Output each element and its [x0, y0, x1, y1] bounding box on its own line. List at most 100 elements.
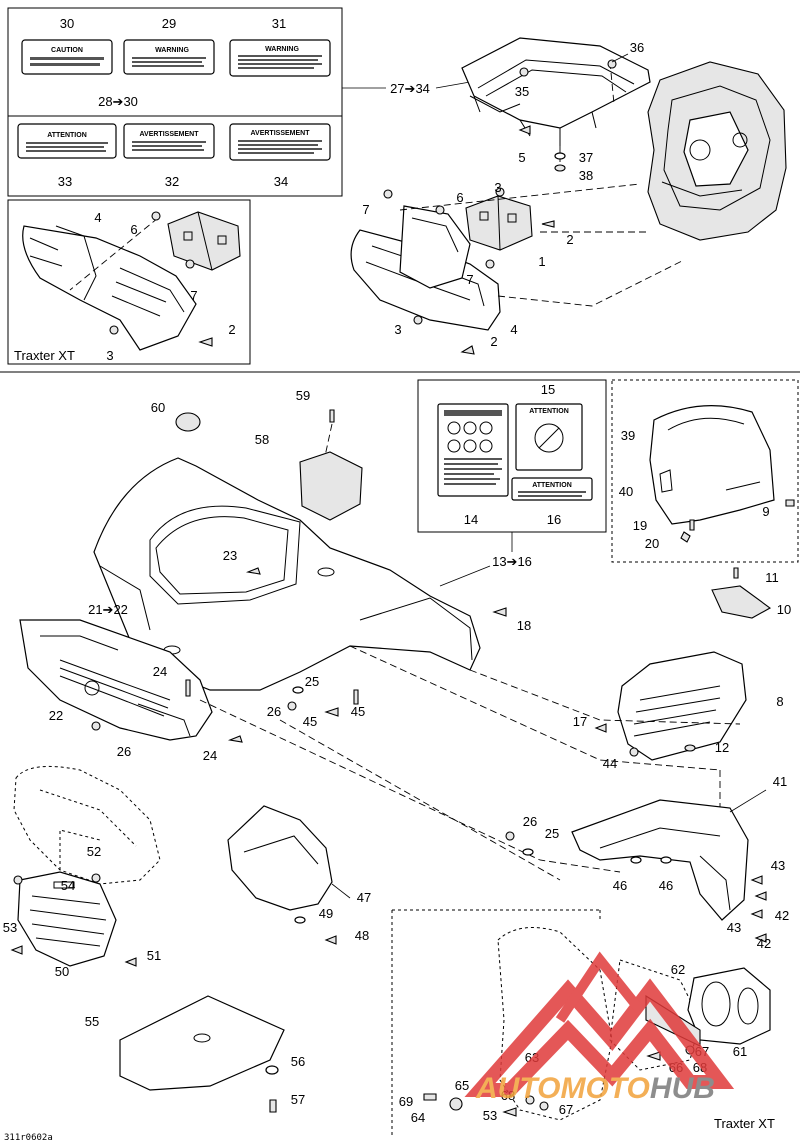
- svg-text:WARNING: WARNING: [265, 46, 299, 53]
- callout-2-a: 2: [566, 232, 573, 247]
- callout-40: 40: [619, 484, 633, 499]
- top-section: CAUTION WARNING WARNING ATTENTION: [0, 7, 800, 373]
- callout-61: 61: [733, 1044, 747, 1059]
- bumper-bracket: [465, 195, 533, 251]
- callout-2-c: 2: [228, 322, 235, 337]
- decal-30: CAUTION: [21, 39, 113, 75]
- step-pad-10: [711, 585, 772, 619]
- front-body-fender: [93, 457, 481, 691]
- callout-6-a: 6: [456, 190, 463, 205]
- svg-text:CAUTION: CAUTION: [51, 47, 83, 54]
- traxter-top-caption: Traxter XT: [14, 348, 75, 363]
- callout-24-b: 24: [203, 748, 217, 763]
- front-grille: [19, 619, 213, 741]
- svg-text:AVERTISSEMENT: AVERTISSEMENT: [140, 131, 200, 138]
- callout-41: 41: [773, 774, 787, 789]
- rear-fender-41: [571, 799, 749, 921]
- decal-16: ATTENTION: [511, 477, 593, 501]
- front-bumper: [350, 205, 501, 331]
- callout-27-34: 27➔34: [390, 81, 430, 96]
- callout-46-b: 46: [659, 878, 673, 893]
- callout-23: 23: [223, 548, 237, 563]
- callout-18: 18: [517, 618, 531, 633]
- callout-15: 15: [541, 382, 555, 397]
- callout-33: 33: [58, 174, 72, 189]
- callout-69: 69: [399, 1094, 413, 1109]
- callout-55: 55: [85, 1014, 99, 1029]
- callout-67-b: 67: [559, 1102, 573, 1117]
- callout-42-b: 42: [757, 936, 771, 951]
- callout-17: 17: [573, 714, 587, 729]
- side-panel-frame: [611, 379, 799, 563]
- cap-60: [175, 412, 201, 432]
- callout-3-c: 3: [106, 348, 113, 363]
- callout-44: 44: [603, 756, 617, 771]
- traxter-bottom-caption: Traxter XT: [714, 1116, 775, 1131]
- callout-32: 32: [165, 174, 179, 189]
- callout-25-a: 25: [305, 674, 319, 689]
- side-panel-39: [649, 405, 775, 525]
- svg-text:ATTENTION: ATTENTION: [529, 408, 569, 415]
- callout-60: 60: [151, 400, 165, 415]
- callout-1: 1: [538, 254, 545, 269]
- callout-16: 16: [547, 512, 561, 527]
- traxter-top-bracket: [167, 211, 241, 271]
- callout-45-b: 45: [351, 704, 365, 719]
- callout-6-b: 6: [130, 222, 137, 237]
- mudguard-47: [227, 805, 333, 911]
- skid-plate-50: [17, 871, 117, 967]
- callout-53-b: 53: [483, 1108, 497, 1123]
- callout-14: 14: [464, 512, 478, 527]
- floor-panel-55: [119, 995, 285, 1091]
- callout-30: 30: [60, 16, 74, 31]
- decal-31: WARNING: [229, 39, 331, 77]
- callout-56: 56: [291, 1054, 305, 1069]
- callout-54: 54: [61, 878, 75, 893]
- callout-31: 31: [272, 16, 286, 31]
- callout-29: 29: [162, 16, 176, 31]
- front-guard-outline: [13, 765, 161, 885]
- callout-43-a: 43: [771, 858, 785, 873]
- rear-frame: [647, 61, 787, 241]
- decal-29: WARNING: [123, 39, 215, 75]
- callout-21-22: 21➔22: [88, 602, 128, 617]
- callout-52: 52: [87, 844, 101, 859]
- middle-section: 60 59 58 23 21➔22: [19, 379, 799, 881]
- callout-38: 38: [579, 168, 593, 183]
- svg-text:ATTENTION: ATTENTION: [47, 132, 87, 139]
- top-fasteners: [383, 59, 617, 355]
- callout-46-a: 46: [613, 878, 627, 893]
- callout-4-a: 4: [510, 322, 517, 337]
- callout-49: 49: [319, 906, 333, 921]
- callout-50: 50: [55, 964, 69, 979]
- footwell-8: [617, 651, 747, 761]
- callout-7-a: 7: [362, 202, 369, 217]
- callout-26-c: 26: [523, 814, 537, 829]
- callout-53-a: 53: [3, 920, 17, 935]
- callout-4-b: 4: [94, 210, 101, 225]
- callout-3-b: 3: [394, 322, 401, 337]
- callout-51: 51: [147, 948, 161, 963]
- callout-36: 36: [630, 40, 644, 55]
- figure-code: 311r0602a: [4, 1133, 53, 1143]
- callout-64: 64: [411, 1110, 425, 1125]
- callout-26-a: 26: [267, 704, 281, 719]
- callout-43-b: 43: [727, 920, 741, 935]
- callout-47: 47: [357, 890, 371, 905]
- callout-9: 9: [762, 504, 769, 519]
- watermark-text: AUTOMOTOHUB: [475, 1072, 715, 1105]
- traxter-inset-top-frame: [7, 199, 251, 365]
- callout-62: 62: [671, 962, 685, 977]
- svg-text:ATTENTION: ATTENTION: [532, 482, 572, 489]
- traxter-top-bumper: [22, 225, 197, 351]
- lower-section: 41 26 25 46 46 43 42 43 42 52: [3, 765, 789, 1143]
- callout-37: 37: [579, 150, 593, 165]
- callout-35: 35: [515, 84, 529, 99]
- callout-59: 59: [296, 388, 310, 403]
- callout-57: 57: [291, 1092, 305, 1107]
- svg-text:WARNING: WARNING: [155, 47, 189, 54]
- rear-rack: [461, 37, 651, 146]
- callout-7-b: 7: [466, 272, 473, 287]
- decal-32: AVERTISSEMENT: [123, 123, 215, 159]
